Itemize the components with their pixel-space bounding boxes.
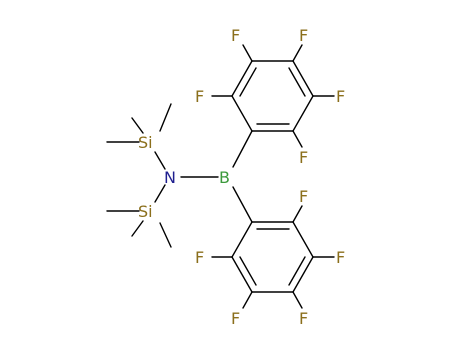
atom-boron: B — [219, 168, 230, 187]
atom-f-ring1-topright: F — [299, 26, 308, 45]
ring1-cf-5 — [292, 130, 303, 148]
ring1-bond-2 — [292, 95, 314, 132]
atom-f-ring2-bottomright: F — [299, 309, 308, 328]
atom-f-ring2-left: F — [195, 248, 204, 267]
bonds — [106, 44, 335, 309]
ring2-double-2 — [288, 256, 306, 286]
ring1-cf-1 — [242, 44, 253, 62]
ring2-cf-4 — [242, 291, 253, 309]
ring2-double-3 — [239, 256, 257, 286]
bond-si2-me-down — [159, 222, 172, 248]
ring1-bond-6 — [231, 95, 253, 132]
ring1-bond-3 — [292, 60, 314, 97]
bond-b-ring2 — [232, 186, 253, 223]
atom-f-ring1-topleft: F — [231, 26, 240, 45]
atom-si-top: Si — [138, 133, 153, 152]
ring1-cf-2 — [292, 44, 303, 62]
atom-f-ring1-right: F — [336, 87, 345, 106]
atom-f-ring2-right: F — [336, 248, 345, 267]
atom-f-ring2-bottomleft: F — [231, 309, 240, 328]
bond-si1-me-upleft — [131, 117, 144, 134]
bond-si1-n — [154, 151, 166, 170]
atom-labels: Si Si N B F F F F F F F F F F — [138, 26, 345, 328]
ring1-double-3 — [239, 67, 257, 97]
bond-si2-n — [154, 184, 166, 203]
ring2-bond-3 — [292, 256, 314, 293]
ring1-double-2 — [288, 67, 306, 97]
atom-f-ring1-left: F — [195, 87, 204, 106]
ring2-bond-6 — [231, 221, 253, 258]
bond-si2-me-downleft — [131, 220, 144, 237]
bond-si1-me-up — [159, 103, 172, 132]
atom-nitrogen: N — [164, 168, 176, 187]
atom-f-ring1-bottomright: F — [299, 148, 308, 167]
ring2-bond-5 — [231, 256, 253, 293]
bond-b-ring1 — [232, 130, 253, 168]
ring1-bond-5 — [231, 60, 253, 97]
atom-f-ring2-topright: F — [299, 187, 308, 206]
atom-si-bottom: Si — [138, 202, 153, 221]
ring2-cf-1 — [292, 205, 303, 223]
ring2-cf-5 — [292, 291, 303, 309]
ring2-bond-2 — [292, 221, 314, 258]
